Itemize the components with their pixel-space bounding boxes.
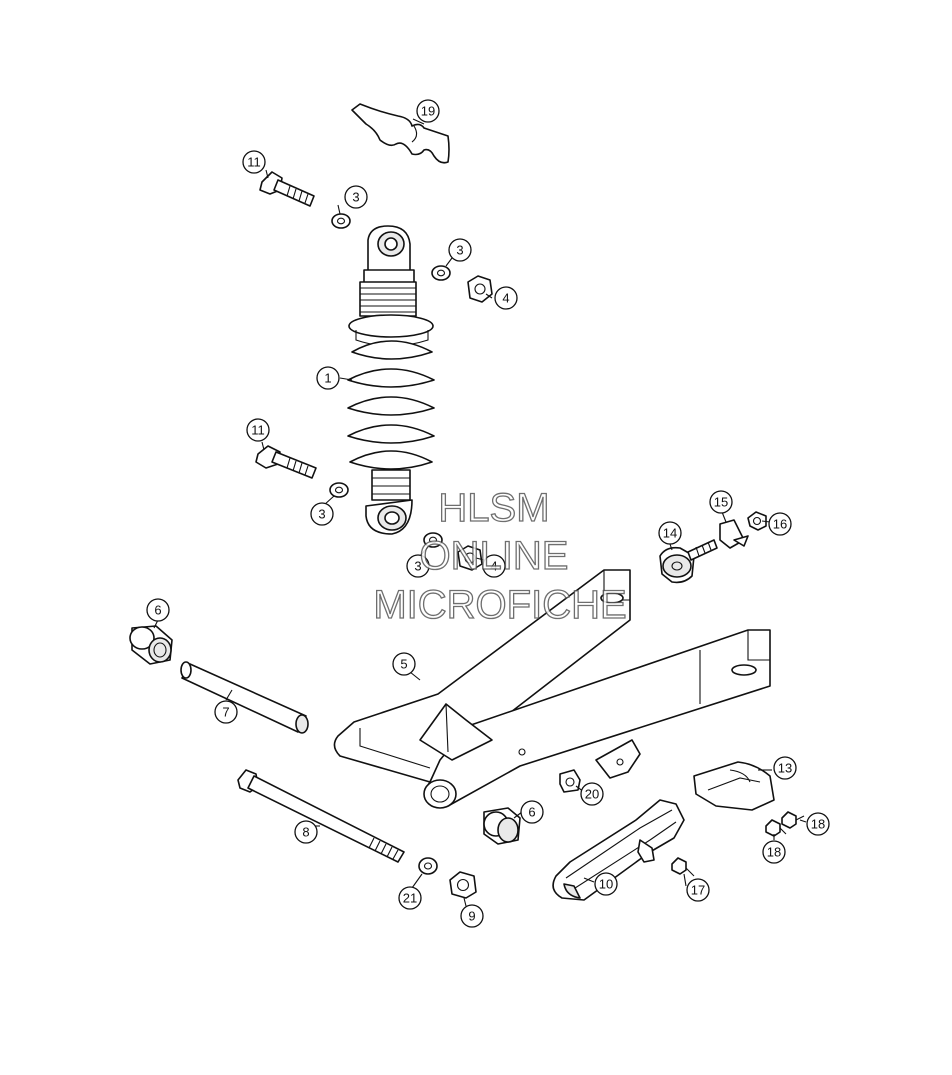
callout-8: 8 (294, 820, 318, 844)
part-washer-lower-left (329, 482, 349, 498)
callout-3-lower-right: 3 (406, 554, 430, 578)
callout-6-lower: 6 (520, 800, 544, 824)
part-chain-guide (552, 799, 685, 901)
callout-20: 20 (580, 782, 604, 806)
part-bolt-lower (255, 445, 317, 479)
part-nut-small (747, 511, 767, 531)
part-bushing-lower (483, 807, 521, 845)
callout-18-right: 18 (806, 812, 830, 836)
svg-text:3: 3 (352, 190, 359, 205)
svg-text:MICROFICHE: MICROFICHE (373, 583, 626, 627)
part-nut-upper (467, 275, 493, 303)
callout-3-lower-left: 3 (310, 502, 334, 526)
part-washer-upper-right (431, 265, 451, 281)
part-shock-absorber (347, 225, 435, 535)
svg-text:19: 19 (421, 104, 435, 119)
svg-text:8: 8 (302, 825, 309, 840)
callout-15: 15 (709, 490, 733, 514)
callout-11-upper: 11 (242, 150, 266, 174)
svg-text:17: 17 (691, 883, 705, 898)
callout-21: 21 (398, 886, 422, 910)
svg-text:4: 4 (502, 291, 509, 306)
part-screw-lower (765, 819, 787, 837)
part-chain-guide-spacer (659, 539, 718, 584)
part-washer-pivot (418, 857, 438, 875)
svg-text:4: 4 (490, 559, 497, 574)
part-sleeve-tube (180, 661, 309, 734)
svg-text:6: 6 (528, 805, 535, 820)
callout-11-lower: 11 (246, 418, 270, 442)
callout-3-upper-left: 3 (344, 185, 368, 209)
svg-text:1: 1 (324, 371, 331, 386)
svg-text:ONLINE: ONLINE (420, 534, 569, 578)
part-nut-lower (457, 545, 483, 571)
callout-9: 9 (460, 904, 484, 928)
part-chain-slider (693, 761, 775, 811)
svg-text:6: 6 (154, 603, 161, 618)
svg-text:13: 13 (778, 761, 792, 776)
svg-text:HLSM: HLSM (438, 486, 549, 530)
callout-3-upper-right: 3 (448, 238, 472, 262)
callout-19: 19 (416, 99, 440, 123)
watermark: HLSM ONLINE MICROFICHE (373, 485, 628, 627)
part-nut-pivot (449, 871, 477, 899)
callout-14: 14 (658, 521, 682, 545)
callout-1: 1 (316, 366, 340, 390)
callout-leader-lines (153, 118, 807, 907)
part-small-bushing (559, 769, 581, 793)
svg-text:9: 9 (468, 909, 475, 924)
callout-13: 13 (773, 756, 797, 780)
callout-6-upper: 6 (146, 598, 170, 622)
svg-text:7: 7 (222, 705, 229, 720)
svg-text:15: 15 (714, 495, 728, 510)
part-screw-guide (671, 857, 695, 877)
callout-4-upper: 4 (494, 286, 518, 310)
part-washer-upper-left (331, 213, 351, 229)
svg-text:11: 11 (251, 423, 265, 438)
svg-text:18: 18 (767, 845, 781, 860)
part-spanner-wrench (351, 103, 450, 164)
callout-4-lower: 4 (482, 554, 506, 578)
callout-5: 5 (392, 652, 416, 676)
svg-text:5: 5 (400, 657, 407, 672)
callout-17: 17 (686, 878, 710, 902)
svg-text:20: 20 (585, 787, 599, 802)
part-clip (719, 519, 749, 549)
svg-text:11: 11 (247, 155, 261, 170)
callout-16: 16 (768, 512, 792, 536)
part-bolt-upper (259, 171, 315, 207)
callout-10: 10 (594, 872, 618, 896)
callout-7: 7 (214, 700, 238, 724)
svg-text:3: 3 (414, 559, 421, 574)
svg-text:14: 14 (663, 526, 677, 541)
svg-text:18: 18 (811, 817, 825, 832)
svg-text:10: 10 (599, 877, 613, 892)
part-pivot-bolt (237, 769, 405, 863)
svg-text:3: 3 (318, 507, 325, 522)
part-swingarm (333, 569, 771, 809)
part-washer-lower-right (423, 532, 443, 548)
callout-18-left: 18 (762, 840, 786, 864)
part-bushing-upper (129, 625, 173, 665)
svg-text:16: 16 (773, 517, 787, 532)
part-screw-upper (781, 811, 805, 829)
svg-text:21: 21 (403, 891, 417, 906)
svg-text:3: 3 (456, 243, 463, 258)
